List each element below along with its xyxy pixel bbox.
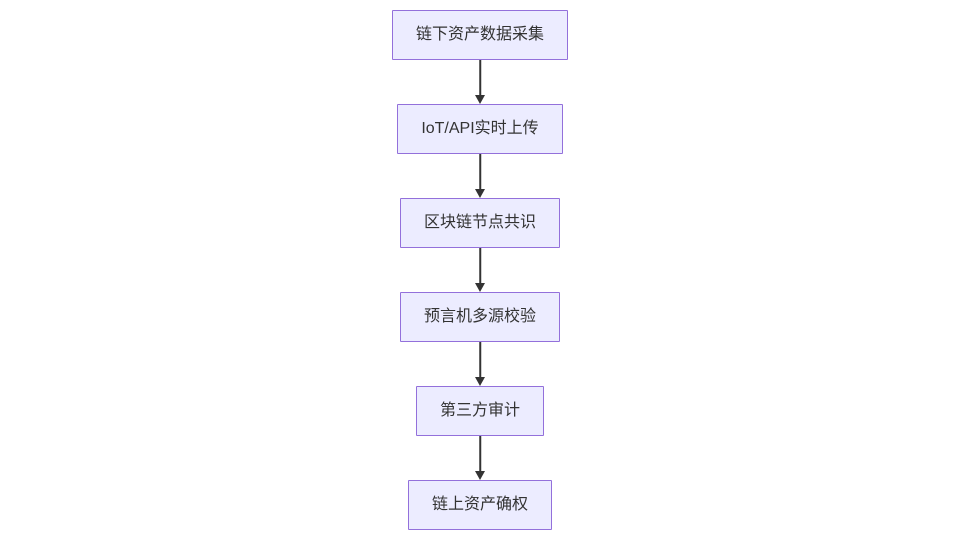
flow-node-2: 区块链节点共识 — [399, 198, 560, 248]
flow-node-label: 区块链节点共识 — [423, 214, 536, 231]
arrowhead-down-icon — [475, 189, 485, 198]
arrow-line — [479, 342, 481, 378]
arrow-line — [479, 248, 481, 284]
arrowhead-down-icon — [475, 283, 485, 292]
flow-node-label: 第三方审计 — [439, 402, 520, 419]
arrow-line — [479, 436, 481, 472]
flow-node-label: 链下资产数据采集 — [415, 26, 544, 43]
flow-node-5: 链上资产确权 — [407, 480, 552, 530]
flow-edge-1 — [474, 154, 486, 198]
flow-node-4: 第三方审计 — [415, 386, 544, 436]
flow-node-label: 预言机多源校验 — [423, 308, 536, 325]
flow-edge-0 — [474, 60, 486, 104]
arrow-line — [479, 60, 481, 96]
flow-edge-2 — [474, 248, 486, 292]
flow-node-1: IoT/API实时上传 — [397, 104, 563, 154]
flow-node-3: 预言机多源校验 — [399, 292, 560, 342]
arrowhead-down-icon — [475, 471, 485, 480]
flow-edge-4 — [474, 436, 486, 480]
flow-edge-3 — [474, 342, 486, 386]
flowchart: 链下资产数据采集 IoT/API实时上传区块链节点共识预言机多源校验第三方审计链上… — [0, 10, 960, 530]
flow-node-0: 链下资产数据采集 — [391, 10, 568, 60]
flow-node-label: 链上资产确权 — [431, 496, 528, 513]
flow-node-label: IoT/API实时上传 — [421, 120, 539, 137]
arrowhead-down-icon — [475, 95, 485, 104]
arrowhead-down-icon — [475, 377, 485, 386]
arrow-line — [479, 154, 481, 190]
